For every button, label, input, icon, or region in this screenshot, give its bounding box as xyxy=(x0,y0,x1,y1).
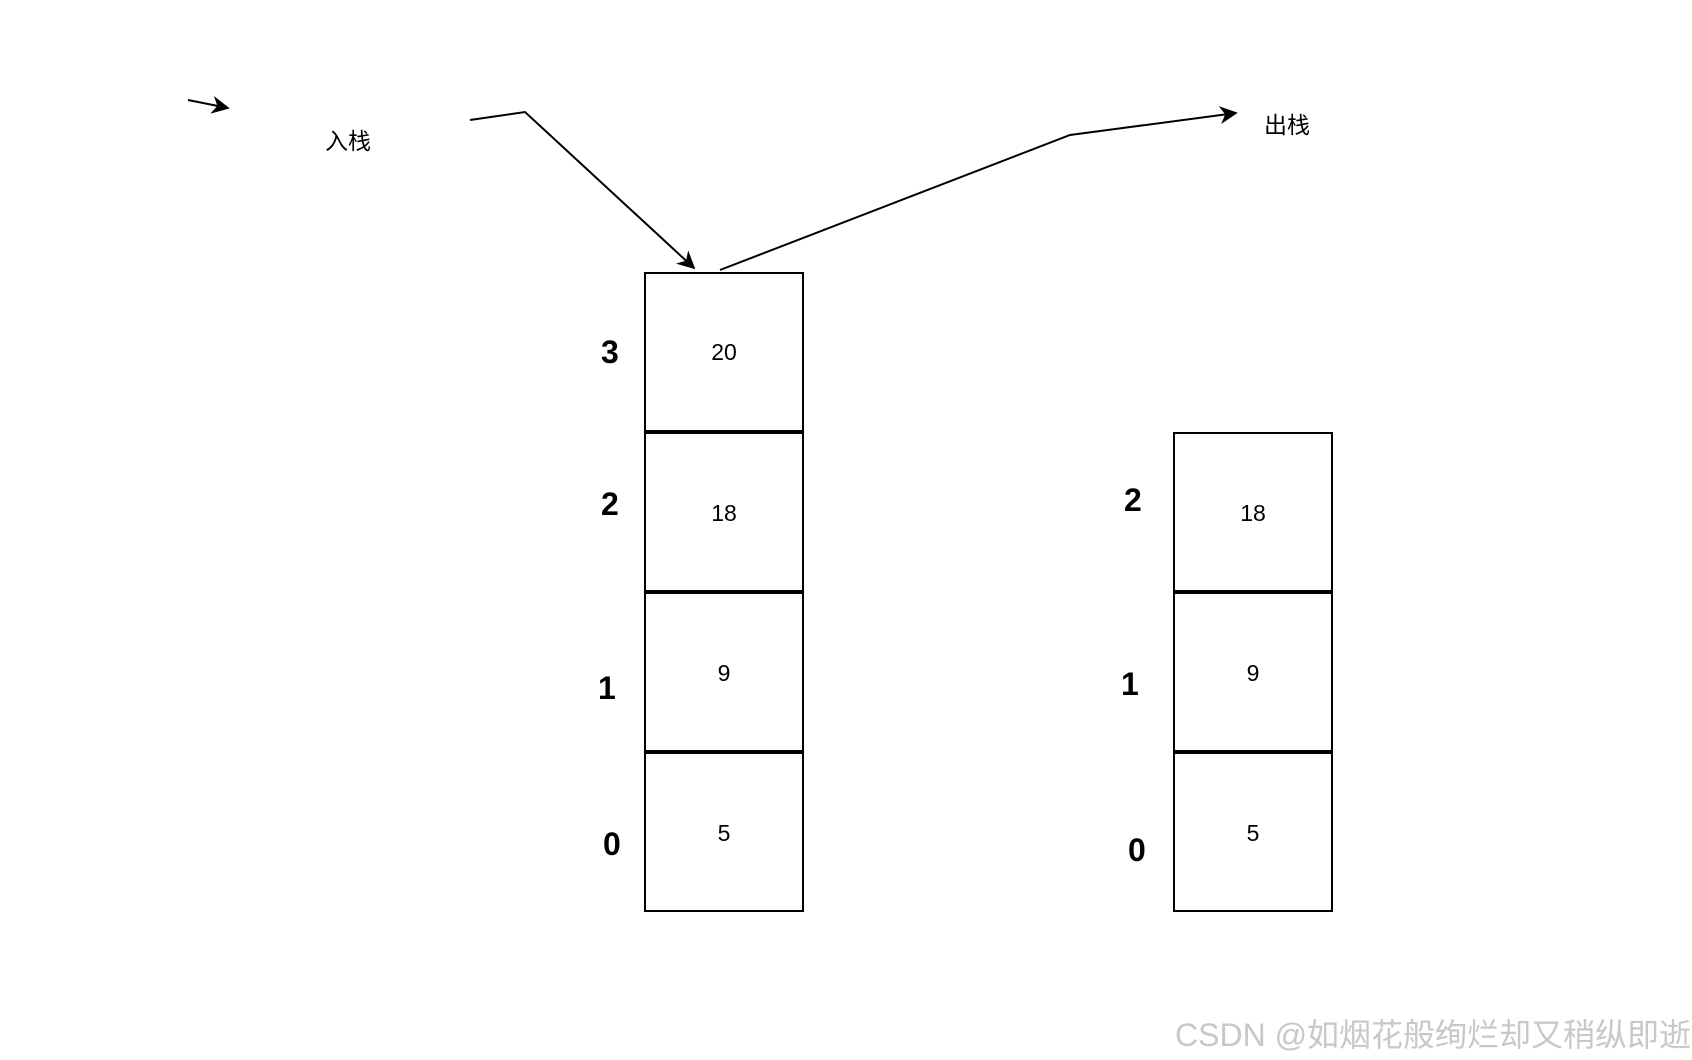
index-label: 2 xyxy=(601,486,619,522)
cell-value: 20 xyxy=(711,339,737,365)
cell-value: 18 xyxy=(711,500,737,526)
stack-cell xyxy=(1173,592,1333,752)
index-label: 1 xyxy=(1121,666,1139,702)
index-label: 3 xyxy=(601,334,619,370)
push-arrow xyxy=(469,110,696,270)
cell-value: 9 xyxy=(1246,660,1260,686)
stack-cell xyxy=(644,432,804,592)
pop-arrow xyxy=(719,106,1238,271)
stack-cell xyxy=(644,752,804,912)
stack-cell xyxy=(644,272,804,432)
stack-cell xyxy=(1173,752,1333,912)
stack-cell xyxy=(644,592,804,752)
index-label: 0 xyxy=(1128,832,1146,868)
stack-cell xyxy=(1173,432,1333,592)
cell-value: 18 xyxy=(1240,500,1266,526)
push-label: 入栈 xyxy=(325,128,371,154)
pop-label: 出栈 xyxy=(1264,112,1310,138)
small-arrow xyxy=(187,95,230,114)
cell-value: 5 xyxy=(1246,820,1260,846)
index-label: 1 xyxy=(598,670,616,706)
watermark: CSDN @如烟花般绚烂却又稍纵即逝 xyxy=(1175,1017,1692,1053)
cell-value: 9 xyxy=(717,660,731,686)
index-label: 2 xyxy=(1124,482,1142,518)
index-label: 0 xyxy=(603,826,621,862)
cell-value: 5 xyxy=(717,820,731,846)
